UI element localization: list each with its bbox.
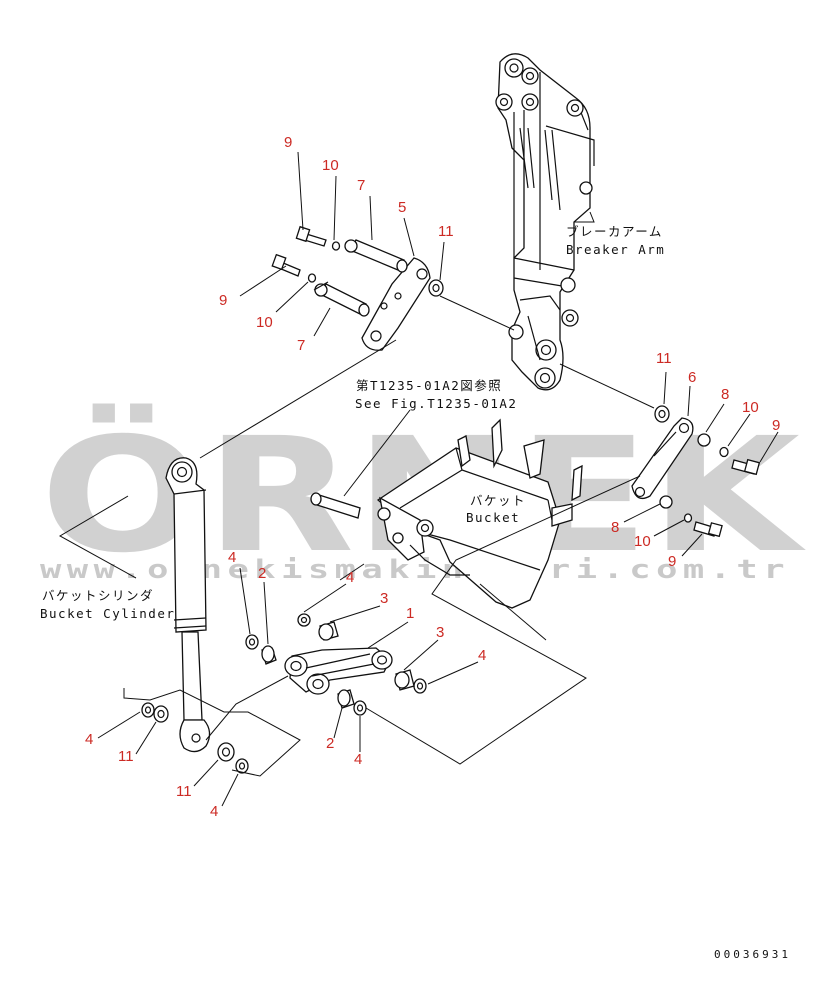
bucket-cylinder <box>165 457 211 753</box>
part-number-4: 4 <box>210 803 218 820</box>
link-6 <box>631 417 694 500</box>
part-number-4: 4 <box>346 569 354 586</box>
part-number-10: 10 <box>634 533 651 550</box>
washer-10-a <box>331 241 341 251</box>
breaker-arm-label-en: Breaker Arm <box>566 242 665 257</box>
part-number-11: 11 <box>176 783 192 800</box>
link-5 <box>361 257 431 351</box>
washer-11-c <box>153 705 169 723</box>
part-number-9: 9 <box>219 292 227 309</box>
breaker-arm-label-jp: ブレーカアーム <box>566 224 663 239</box>
part-number-9: 9 <box>668 553 676 570</box>
washer-11-d <box>217 742 235 762</box>
part-number-7: 7 <box>297 337 305 354</box>
ring-4-group <box>141 613 427 774</box>
bucket-label-jp: バケット <box>470 493 526 508</box>
washer-11-a <box>428 279 444 297</box>
part-number-10: 10 <box>742 399 759 416</box>
part-number-3: 3 <box>380 590 388 607</box>
ring-4-d <box>141 702 155 718</box>
ring-4-f <box>235 758 249 774</box>
part-number-10: 10 <box>322 157 339 174</box>
washer-10-d <box>683 513 693 523</box>
ring-4-b <box>297 613 311 627</box>
bucket-cylinder-label-en: Bucket Cylinder <box>40 606 175 621</box>
part-number-6: 6 <box>688 369 696 386</box>
watermark-url: www.ornekismakinalari.com.tr <box>40 555 790 585</box>
part-number-4: 4 <box>85 731 93 748</box>
washer-10-b <box>307 273 317 283</box>
bolt-9-d <box>693 521 723 538</box>
part-number-1: 1 <box>406 605 414 622</box>
part-number-10: 10 <box>256 314 273 331</box>
nut-8-a <box>697 433 711 447</box>
link-1 <box>284 647 393 695</box>
reference-label-en: See Fig.T1235-01A2 <box>355 396 517 411</box>
part-number-2: 2 <box>258 565 266 582</box>
part-number-3: 3 <box>436 624 444 641</box>
pin-center <box>310 492 361 519</box>
part-number-4: 4 <box>228 549 236 566</box>
part-number-11: 11 <box>438 223 454 240</box>
reference-label-jp: 第T1235-01A2図参照 <box>356 378 502 393</box>
component-labels: ブレーカアーム Breaker Arm 第T1235-01A2図参照 See F… <box>40 224 791 961</box>
ring-4-e <box>353 700 367 716</box>
pin-7-lower <box>313 281 370 317</box>
bucket-label-en: Bucket <box>466 510 520 525</box>
bolt-9-b <box>271 253 301 277</box>
bushing-group <box>261 621 415 709</box>
nut-8-b <box>659 495 673 509</box>
part-number-9: 9 <box>284 134 292 151</box>
pin-7-upper <box>344 239 408 273</box>
part-numbers: 9 10 7 5 11 9 10 7 11 6 8 10 9 8 10 9 4 … <box>85 134 780 820</box>
leader-lines <box>58 151 779 807</box>
washer-11-b <box>654 405 670 423</box>
part-number-5: 5 <box>398 199 406 216</box>
breaker-arm <box>495 53 595 391</box>
part-number-2: 2 <box>326 735 334 752</box>
part-number-9: 9 <box>772 417 780 434</box>
bucket <box>376 418 583 609</box>
part-number-4: 4 <box>354 751 362 768</box>
part-number-11: 11 <box>118 748 134 765</box>
part-number-11: 11 <box>656 350 672 367</box>
bolt-9-a <box>295 225 327 247</box>
part-number-7: 7 <box>357 177 365 194</box>
ring-4-a <box>245 634 259 650</box>
bucket-cylinder-label-jp: バケットシリンダ <box>42 588 154 603</box>
part-number-8: 8 <box>721 386 729 403</box>
part-number-4: 4 <box>478 647 486 664</box>
drawing-code: 00036931 <box>714 948 791 961</box>
part-number-8: 8 <box>611 519 619 536</box>
ring-4-c <box>413 678 427 694</box>
washer-10-c <box>719 446 729 458</box>
bolt-9-c <box>731 458 761 476</box>
